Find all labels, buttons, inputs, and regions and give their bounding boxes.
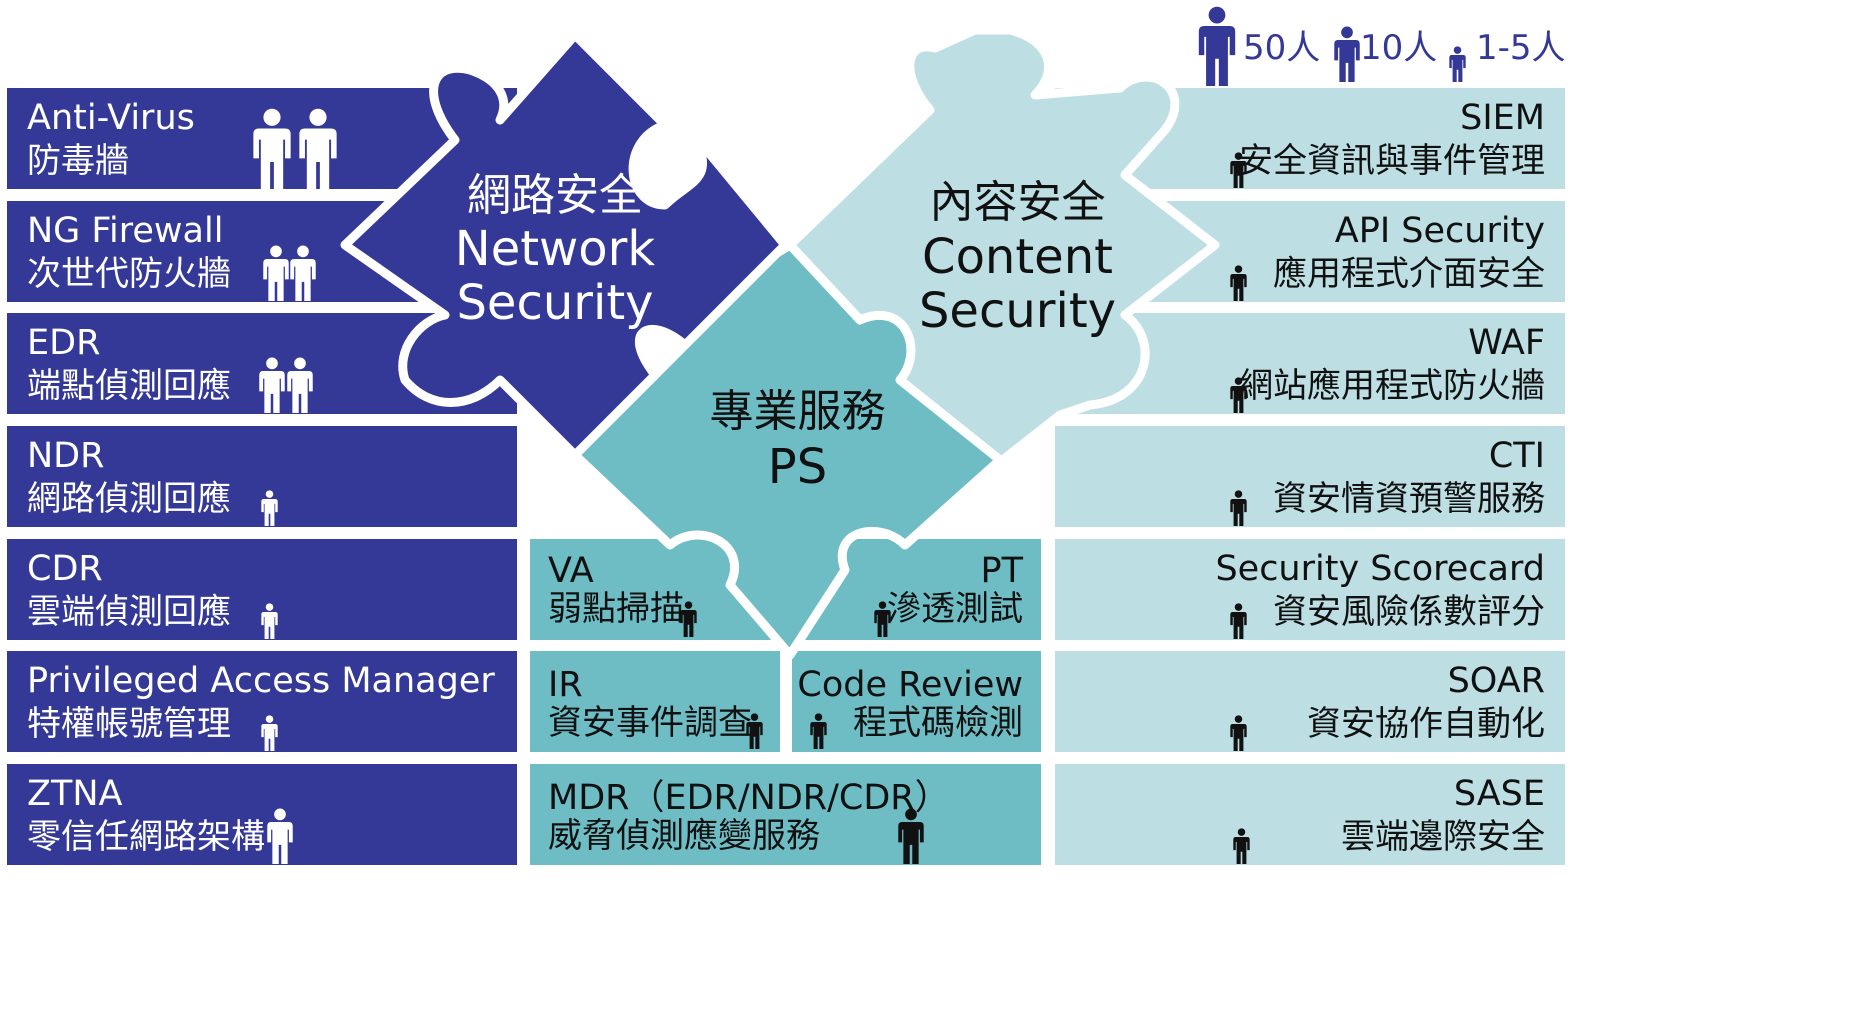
item-zh-label: 網路偵測回應: [27, 479, 231, 519]
legend-small-label: 1-5人: [1476, 28, 1566, 68]
content-en-line2: Security: [918, 283, 1117, 339]
item-en-label: ZTNA: [27, 774, 123, 814]
item-zh-label: 威脅偵測應變服務: [548, 816, 820, 856]
item-zh-label: 端點偵測回應: [27, 366, 231, 406]
person-icon-large: [1198, 6, 1236, 86]
item-en-label: Security Scorecard: [1215, 549, 1545, 589]
item-ndr: NDR 網路偵測回應: [7, 426, 517, 527]
network-zh: 網路安全: [467, 170, 643, 221]
item-en-label: MDR（EDR/NDR/CDR）: [548, 778, 950, 818]
item-en-label: EDR: [27, 323, 101, 363]
item-sase: SASE 雲端邊際安全: [1055, 764, 1565, 865]
ps-en: PS: [767, 439, 828, 495]
item-zh-label: 安全資訊與事件管理: [1239, 141, 1545, 181]
item-code-review: Code Review 程式碼檢測: [792, 651, 1041, 752]
item-zh-label: 資安事件調查: [548, 703, 752, 743]
item-zh-label: 特權帳號管理: [27, 704, 231, 744]
item-en-label: SIEM: [1460, 98, 1545, 138]
item-zh-label: 滲透測試: [887, 589, 1023, 629]
item-en-label: NG Firewall: [27, 211, 224, 251]
item-zh-label: 網站應用程式防火牆: [1239, 366, 1545, 406]
item-en-label: VA: [548, 551, 594, 591]
content-zh: 內容安全: [929, 177, 1106, 228]
item-en-label: Privileged Access Manager: [27, 661, 495, 701]
item-zh-label: 零信任網路架構: [27, 817, 265, 857]
item-en-label: CDR: [27, 549, 103, 589]
item-en-label: WAF: [1468, 323, 1545, 363]
item-en-label: Anti-Virus: [27, 98, 195, 138]
item-zh-label: 資安協作自動化: [1307, 704, 1545, 744]
item-en-label: SASE: [1453, 774, 1545, 814]
item-cti: CTI 資安情資預警服務: [1055, 426, 1565, 527]
puzzle-piece-network: [340, 30, 790, 460]
ps-zh: 專業服務: [709, 386, 886, 437]
item-soar: SOAR 資安協作自動化: [1055, 651, 1565, 752]
item-en-label: Code Review: [797, 665, 1023, 705]
item-zh-label: 雲端偵測回應: [27, 592, 231, 632]
network-en-line1: Network: [454, 221, 656, 277]
content-en-line1: Content: [922, 229, 1113, 285]
item-zh-label: 資安情資預警服務: [1273, 479, 1545, 519]
item-zh-label: 次世代防火牆: [27, 254, 231, 294]
item-en-label: API Security: [1334, 211, 1545, 251]
item-en-label: IR: [548, 665, 583, 705]
item-zh-label: 弱點掃描: [548, 589, 684, 629]
item-ir: IR 資安事件調查: [530, 651, 780, 752]
item-zh-label: 資安風險係數評分: [1273, 592, 1545, 632]
item-mdr: MDR（EDR/NDR/CDR） 威脅偵測應變服務: [530, 764, 1041, 865]
item-en-label: CTI: [1488, 436, 1545, 476]
item-pt: PT 滲透測試: [792, 539, 1041, 640]
item-zh-label: 程式碼檢測: [853, 703, 1023, 743]
item-en-label: NDR: [27, 436, 105, 476]
item-cdr: CDR 雲端偵測回應: [7, 539, 517, 640]
ps-title: 專業服務 PS: [690, 385, 905, 495]
item-zh-label: 雲端邊際安全: [1341, 817, 1545, 857]
item-zh-label: 防毒牆: [27, 141, 129, 181]
person-icon-small: [1449, 46, 1466, 82]
legend-medium-label: 10人: [1360, 28, 1438, 68]
item-security-scorecard: Security Scorecard 資安風險係數評分: [1055, 539, 1565, 640]
network-en-line2: Security: [456, 275, 654, 331]
item-en-label: PT: [980, 551, 1024, 591]
item-zh-label: 應用程式介面安全: [1273, 254, 1545, 294]
item-en-label: SOAR: [1447, 661, 1545, 701]
content-title: 內容安全 Content Security: [900, 176, 1135, 338]
item-ztna: ZTNA 零信任網路架構: [7, 764, 517, 865]
legend-large-label: 50人: [1243, 28, 1321, 68]
item-privileged-access-manager: Privileged Access Manager 特權帳號管理: [7, 651, 517, 752]
person-icon-medium: [1334, 26, 1360, 82]
network-title: 網路安全 Network Security: [440, 170, 670, 330]
